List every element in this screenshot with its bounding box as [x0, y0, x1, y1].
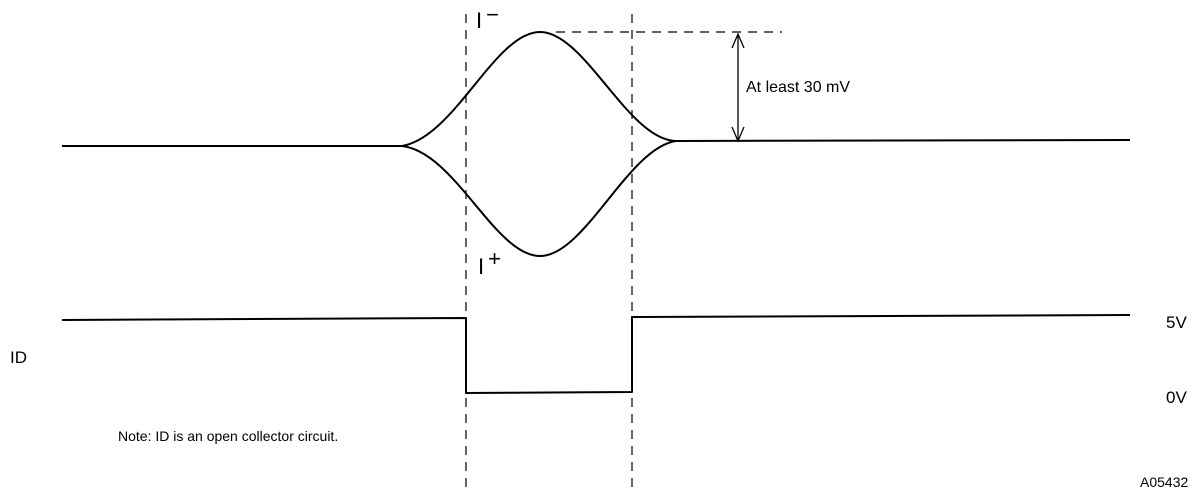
label-i-minus: I− [476, 2, 499, 33]
i-minus-pulse [401, 31, 677, 147]
i-plus-pulse [401, 140, 677, 257]
figure-id: A05432 [1140, 474, 1188, 490]
label-i-plus: I+ [478, 246, 501, 279]
label-level-high: 5V [1166, 313, 1187, 332]
label-amplitude: At least 30 mV [746, 79, 850, 96]
amplitude-arrow-down-head [731, 126, 745, 143]
amplitude-arrow-up-head [731, 32, 745, 49]
id-square-wave [61, 314, 1131, 394]
label-id-signal: ID [10, 348, 27, 367]
label-note: Note: ID is an open collector circuit. [118, 428, 338, 444]
analog-baseline-right [675, 139, 1131, 142]
label-level-low: 0V [1166, 388, 1187, 407]
